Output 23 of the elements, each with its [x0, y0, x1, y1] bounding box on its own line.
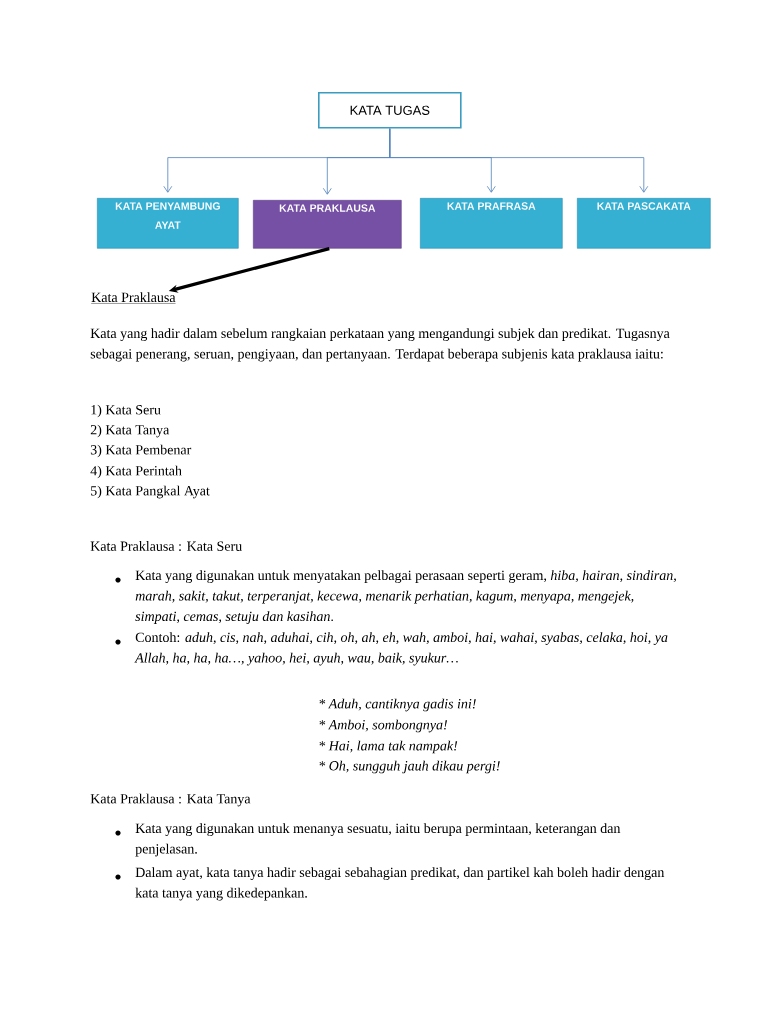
- text-line: 5) Kata Pangkal Ayat: [91, 485, 210, 499]
- category-box: KATA PRAKLAUSA: [253, 200, 402, 249]
- example-sentence: * Hai, lama tak nampak!: [319, 740, 458, 754]
- text-line: 2) Kata Tanya: [90, 424, 170, 438]
- bullet-text: Kata yang digunakan untuk menyatakan pelbagai perasaan seperti geram, hiba, hairan, sindiran, marah, sakit, takut, terperanjat, kecewa, menarik perhatian, kagum, menyapa, mengejek, simpati, cemas, setuju dan kasihan.: [135, 570, 676, 624]
- text-line: 4) Kata Perintah: [90, 465, 182, 479]
- text-line: Kata Praklausa : Kata Seru: [90, 541, 242, 551]
- paragraph: Kata yang hadir dalam sebelum rangkaian perkataan yang mengandungi subjek dan predikat. Tugasnya sebagai penerang, seruan, pengiyaan, dan pertanyaan. Terdapat beberapa subjenis kata praklausa iaitu:: [90, 328, 670, 362]
- category-box: KATA PRAFRASA: [420, 198, 563, 249]
- arrow: [389, 128, 649, 193]
- text-line: Kata Praklausa : Kata Tanya: [90, 793, 251, 807]
- text-line: 1) Kata Seru: [91, 404, 161, 418]
- example-sentence: * Amboi, sombongnya!: [319, 719, 448, 733]
- bullet-text: Kata yang digunakan untuk menanya sesuatu, iaitu berupa permintaan, keterangan dan penjelasan.: [135, 823, 621, 857]
- root-box: KATA TUGAS: [318, 92, 462, 129]
- category-box: KATA PASCAKATA: [577, 198, 711, 249]
- section-heading: Kata Praklausa: [91, 292, 176, 304]
- example-sentence: * Oh, sungguh jauh dikau pergi!: [319, 760, 500, 774]
- example-sentence: * Aduh, cantiknya gadis ini!: [319, 698, 476, 712]
- category-box: KATA PENYAMBUNG AYAT: [97, 198, 239, 249]
- text-line: 3) Kata Pembenar: [90, 444, 192, 458]
- bullet-text: Contoh: aduh, cis, nah, aduhai, cih, oh, ah, eh, wah, amboi, hai, wahai, syabas, celaka, hoi, ya Allah, ha, ha, ha…, yahoo, hei, ayuh, wau, baik, syukur…: [134, 632, 668, 666]
- bullet-text: Dalam ayat, kata tanya hadir sebagai sebahagian predikat, dan partikel kah boleh hadir dengan kata tanya yang dikedepankan.: [135, 867, 665, 901]
